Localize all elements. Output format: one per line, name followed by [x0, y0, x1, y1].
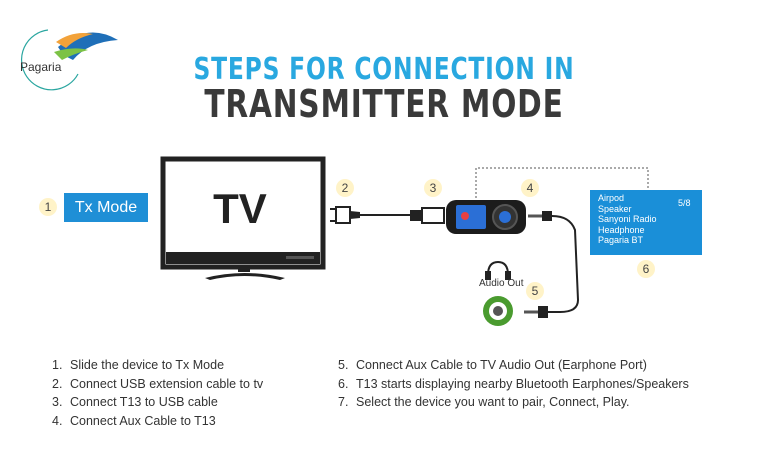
device-page-indicator: 5/8: [678, 198, 691, 208]
device-list-item: Airpod: [598, 193, 625, 203]
aux-jack-icon: [524, 211, 580, 318]
headphones-icon: [485, 260, 511, 280]
brand-name: Pagaria: [20, 60, 62, 74]
step-item: 7.Select the device you want to pair, Co…: [338, 395, 630, 409]
device-list-item: Pagaria BT: [598, 235, 644, 246]
steps-right: 5.Connect Aux Cable to TV Audio Out (Ear…: [338, 356, 689, 412]
tx-mode-label: Tx Mode: [64, 193, 148, 222]
device-list-item: Sanyoni Radio: [598, 214, 657, 225]
step-item: 4.Connect Aux Cable to T13: [52, 413, 216, 428]
title-line-2: TRANSMITTER MODE: [204, 82, 564, 126]
step-item: 3.Connect T13 to USB cable: [52, 395, 218, 409]
tv-label: TV: [213, 185, 267, 232]
step-badge-2: 2: [336, 179, 354, 197]
title-line-1: STEPS FOR CONNECTION IN: [193, 52, 575, 87]
step-item: 6.T13 starts displaying nearby Bluetooth…: [338, 376, 689, 391]
audio-out-label: Audio Out: [479, 278, 524, 289]
step-badge-5: 5: [526, 282, 544, 300]
step-badge-3: 3: [424, 179, 442, 197]
step-item: 1.Slide the device to Tx Mode: [52, 358, 225, 372]
step-badge-1: 1: [39, 198, 57, 216]
step-item: 2.Connect USB extension cable to tv: [52, 376, 264, 391]
step-item: 5.Connect Aux Cable to TV Audio Out (Ear…: [338, 358, 647, 372]
usb-plug-icon: [330, 206, 445, 224]
device-list-panel: Airpod Speaker Sanyoni Radio Headphone P…: [590, 190, 702, 255]
steps-left: 1.Slide the device to Tx Mode 2.Connect …: [52, 356, 263, 430]
transmitter-device-icon: [446, 200, 526, 234]
tv-icon: [160, 156, 326, 280]
step-badge-6: 6: [637, 260, 655, 278]
device-list-item: Speaker: [598, 203, 632, 214]
device-list-item: Headphone: [598, 224, 645, 235]
pagaria-logo-icon: [21, 29, 118, 91]
step-badge-4: 4: [521, 179, 539, 197]
